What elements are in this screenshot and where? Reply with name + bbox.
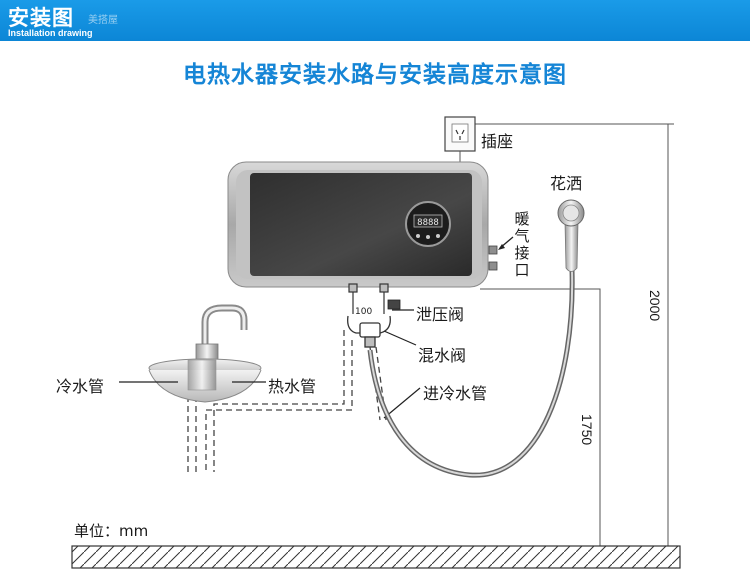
diagram-title: 电热水器安装水路与安装高度示意图 (183, 62, 567, 88)
floor-hatch (71, 545, 681, 569)
relief-valve-icon (387, 299, 401, 310)
faucet-icon (195, 304, 248, 361)
mixing-valve-label: 混水阀 (418, 346, 467, 365)
water-heater: 8888 (227, 161, 489, 288)
valve-number: 100 (355, 307, 372, 317)
cold-pipe-label: 冷水管 (56, 377, 105, 396)
sink-basin (148, 358, 262, 403)
power-socket (444, 116, 476, 164)
heater-display-icon: 8888 (405, 201, 451, 247)
header-banner: 安装图 Installation drawing 美搭屋 (0, 0, 750, 41)
heater-pipes (348, 283, 389, 314)
cold-inlet-pipe-label: 进冷水管 (423, 384, 488, 403)
dimension-2000: 2000 (647, 290, 663, 322)
banner-title: 安装图 (8, 6, 74, 30)
banner-watermark: 美搭屋 (88, 15, 118, 26)
mixing-valve-icon (347, 315, 391, 348)
heating-interface-label: 暖气接口 (514, 210, 530, 279)
svg-text:8888: 8888 (417, 218, 439, 228)
banner-subtitle: Installation drawing (8, 28, 93, 38)
dimension-lines (460, 123, 674, 546)
hot-pipe-label: 热水管 (268, 377, 317, 396)
relief-valve-label: 泄压阀 (416, 305, 465, 324)
shower-head-icon (557, 199, 585, 272)
mixing-valve-leader (383, 330, 417, 346)
heating-interface-fittings (488, 245, 498, 271)
dimension-1750: 1750 (579, 414, 595, 446)
unit-label: 单位：mm (74, 522, 149, 540)
shower-label: 花洒 (550, 174, 583, 193)
cold-inlet-leader (383, 387, 421, 419)
socket-label: 插座 (481, 132, 514, 151)
